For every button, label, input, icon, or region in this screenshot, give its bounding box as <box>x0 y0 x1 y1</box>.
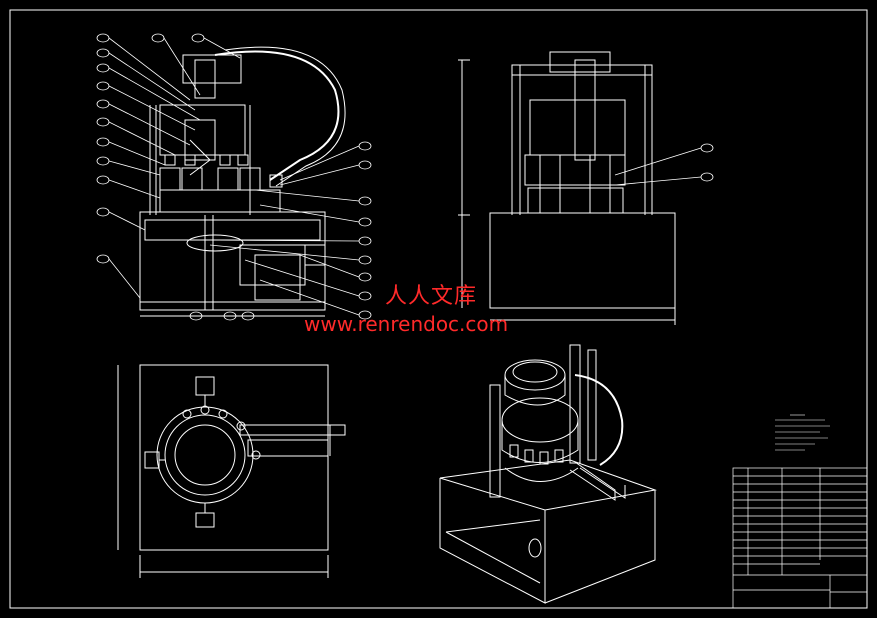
drawing-frame <box>9 9 868 609</box>
side-view-callouts <box>614 143 714 186</box>
technical-notes <box>775 414 830 451</box>
side-view <box>458 51 676 325</box>
isometric-view <box>439 344 657 604</box>
front-view <box>139 46 346 317</box>
front-view-callouts-left <box>96 33 241 299</box>
watermark-cn: 人人文库 <box>385 284 478 309</box>
title-block <box>732 467 868 609</box>
front-view-callouts-right <box>189 141 372 321</box>
top-view <box>117 364 346 578</box>
watermark-url[interactable]: www.renrendoc.com <box>304 312 509 336</box>
